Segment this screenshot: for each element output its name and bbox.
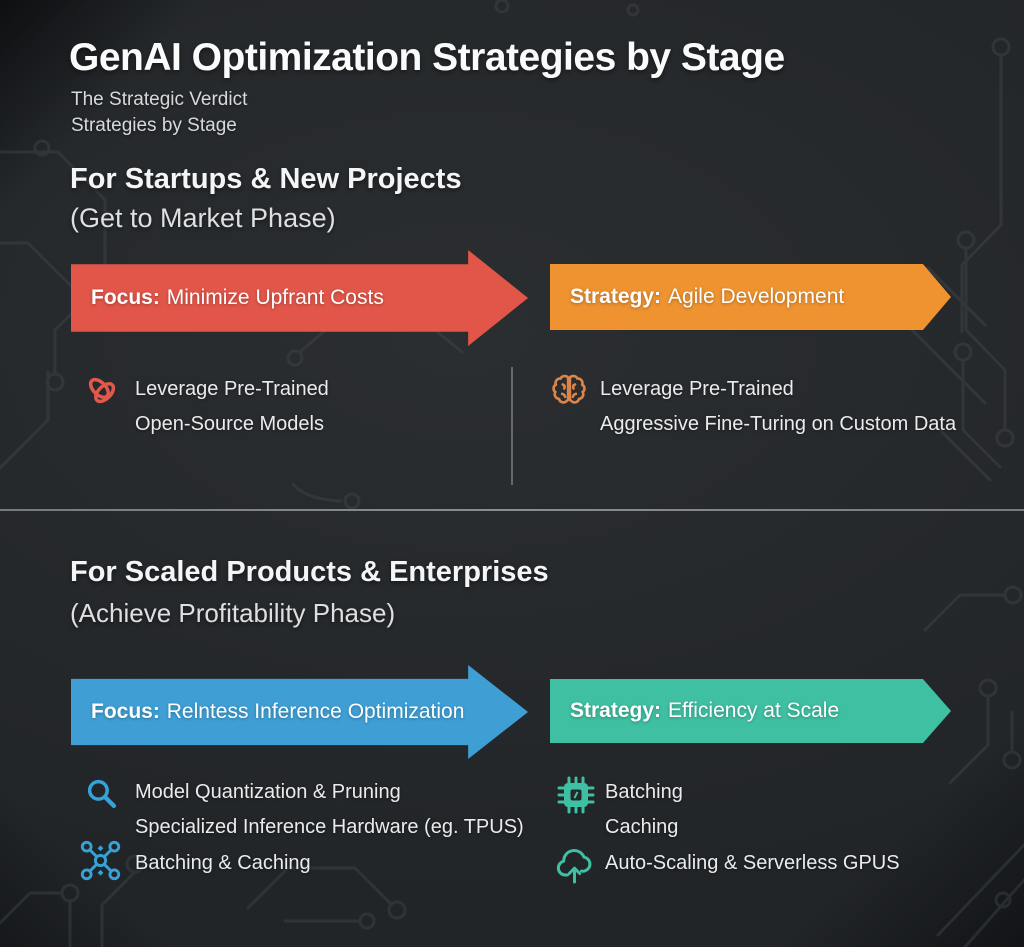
page-subtitle-line1: The Strategic Verdict: [71, 89, 248, 110]
enterprise-focus-arrow: Focus: Relntess Inference Optimization: [71, 665, 528, 759]
startups-strategy-arrow: Strategy:Agile Development: [550, 264, 951, 330]
startups-section-phase: (Get to Market Phase): [70, 203, 336, 233]
startups-strategy-arrow-label: Strategy:Agile Development: [570, 285, 844, 309]
enterprise-focus-arrow-label: Focus: Relntess Inference Optimization: [91, 700, 464, 724]
section-divider: [0, 509, 1024, 511]
linked-rings-icon: [88, 377, 116, 404]
enterprise-right-item2-line1: Auto-Scaling & Serverless GPUS: [605, 852, 900, 874]
startups-right-line1: Leverage Pre-Trained: [600, 378, 794, 400]
startups-section-heading: For Startups & New Projects: [70, 163, 462, 195]
focus-text: Relntess Inference Optimization: [166, 700, 465, 723]
enterprise-left-item2-line1: Batching & Caching: [135, 852, 311, 874]
network-nodes-icon: [80, 840, 121, 881]
startups-left-line2: Open-Source Models: [135, 413, 324, 435]
focus-text: Minimize Upfrant Costs: [166, 286, 384, 309]
enterprise-left-item1-line2: Specialized Inference Hardware (eg. TPUS…: [135, 816, 524, 838]
enterprise-strategy-arrow-label: Strategy:Efficiency at Scale: [570, 699, 839, 723]
enterprise-right-item1-line1: Batching: [605, 781, 683, 803]
column-divider: [511, 367, 513, 485]
page-subtitle-line2: Strategies by Stage: [71, 115, 237, 136]
brain-icon: [552, 374, 586, 404]
focus-prefix: Focus:: [91, 700, 160, 723]
magnifier-icon: [87, 779, 117, 808]
focus-prefix: Focus:: [91, 286, 160, 309]
strategy-text: Efficiency at Scale: [667, 699, 840, 722]
enterprise-section-heading: For Scaled Products & Enterprises: [70, 556, 549, 588]
strategy-text: Agile Development: [667, 285, 845, 308]
startups-right-line2: Aggressive Fine-Turing on Custom Data: [600, 413, 957, 435]
strategy-prefix: Strategy:: [570, 285, 662, 308]
startups-focus-arrow-label: Focus: Minimize Upfrant Costs: [91, 286, 384, 310]
strategy-prefix: Strategy:: [570, 699, 662, 722]
enterprise-right-item1-line2: Caching: [605, 816, 679, 838]
startups-focus-arrow: Focus: Minimize Upfrant Costs: [71, 250, 528, 346]
startups-left-line1: Leverage Pre-Trained: [135, 378, 329, 400]
enterprise-section-phase: (Achieve Profitability Phase): [70, 598, 396, 628]
chip-icon: [557, 776, 595, 814]
enterprise-strategy-arrow: Strategy:Efficiency at Scale: [550, 679, 951, 743]
page-title: GenAI Optimization Strategies by Stage: [69, 36, 785, 79]
enterprise-left-item1-line1: Model Quantization & Pruning: [135, 781, 401, 803]
cloud-upload-icon: [556, 848, 592, 884]
